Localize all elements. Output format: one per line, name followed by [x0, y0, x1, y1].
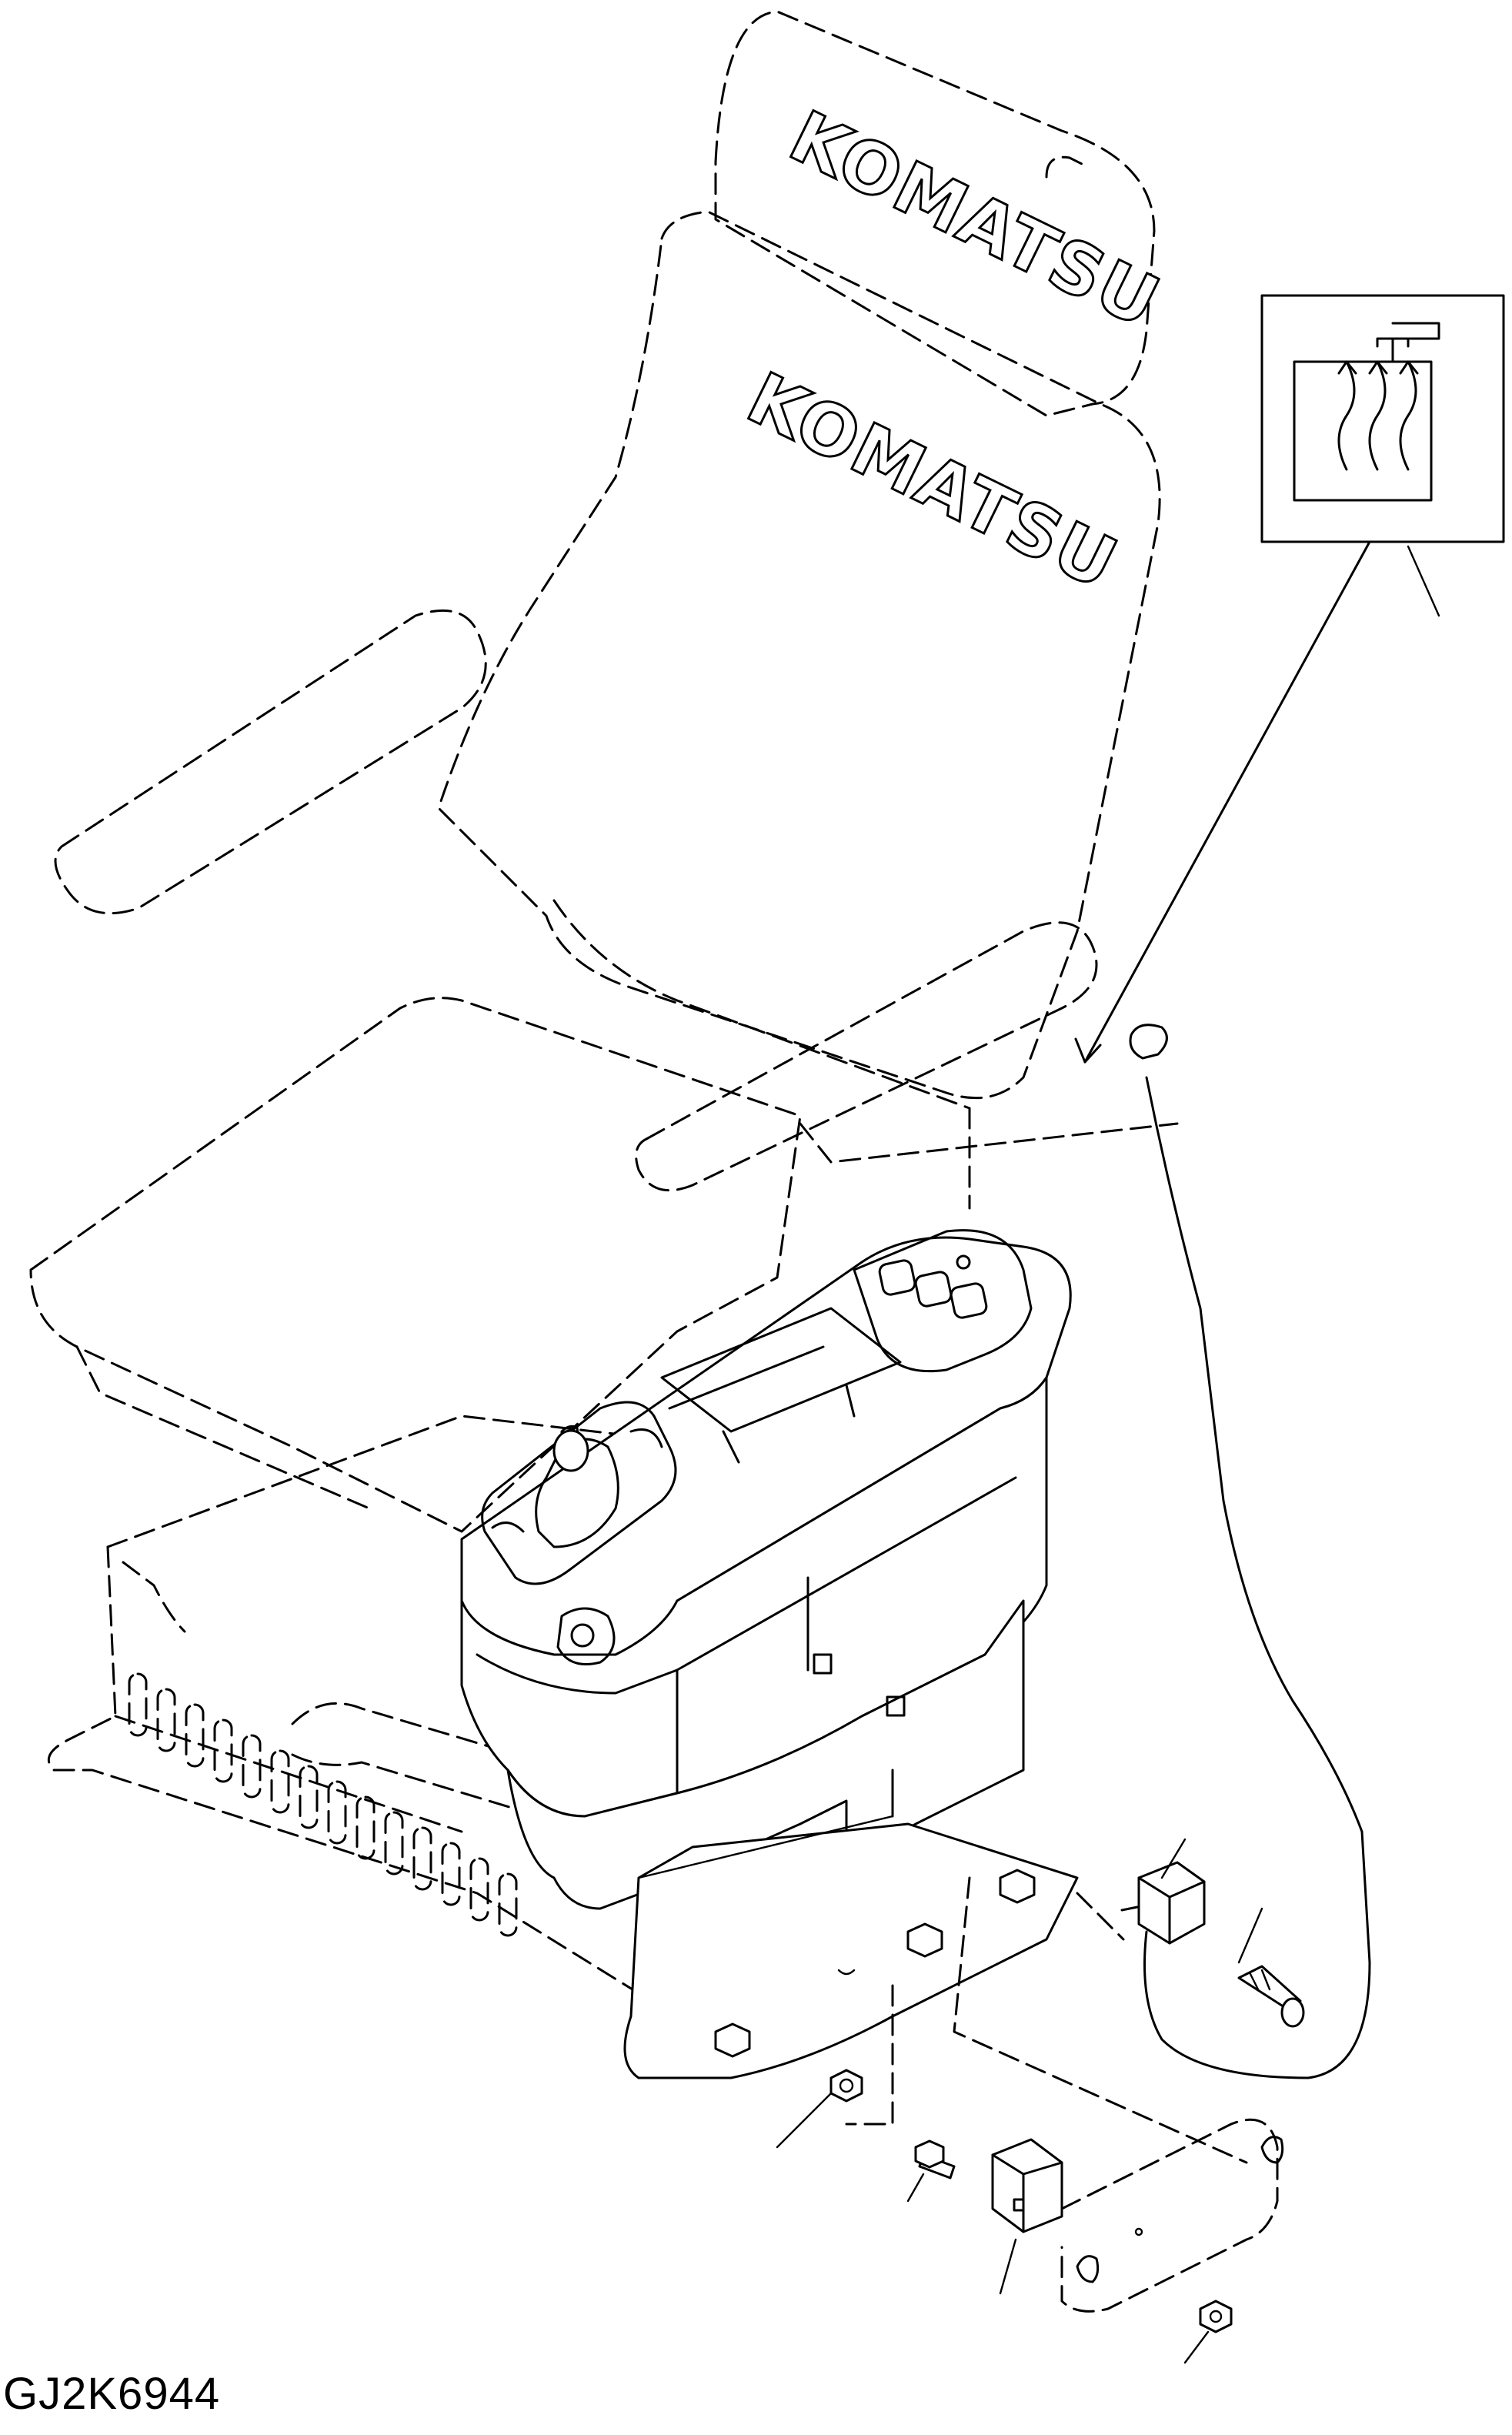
plate-bolts — [714, 1869, 1036, 2058]
seat-right-armrest — [635, 921, 1098, 1192]
headrest-brand-text: KOMATSU — [777, 95, 1172, 345]
armrest-console — [460, 1229, 1079, 2079]
backrest-brand-text: KOMATSU — [735, 357, 1130, 606]
seat-left-armrest — [54, 609, 487, 915]
switch-panel — [853, 1229, 1033, 1373]
drawing-code-label: GJ2K6944 — [3, 2369, 221, 2419]
seat-heater-symbol-icon — [1293, 322, 1440, 502]
frame-slots — [128, 1672, 518, 1937]
relay-assembly — [776, 2069, 1284, 2364]
seat-heater-switch-label — [1260, 294, 1505, 543]
mounting-plate — [623, 1822, 1079, 2079]
seat-base-frame — [47, 1415, 794, 1995]
heater-screw — [1237, 1965, 1305, 2028]
joystick — [481, 1401, 677, 1585]
leader-line — [1083, 540, 1371, 1064]
seat-backrest — [437, 210, 1161, 1100]
heater-controller — [1120, 1024, 1371, 2079]
seat-headrest — [714, 10, 1156, 417]
